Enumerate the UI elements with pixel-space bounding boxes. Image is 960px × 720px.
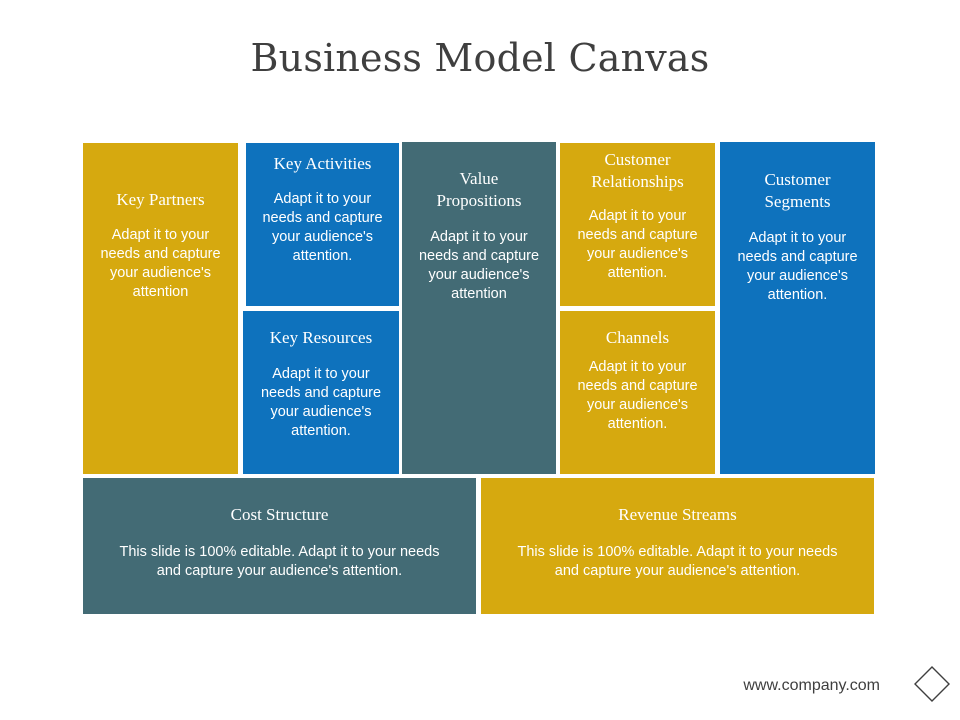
key-activities-text: Adapt it to your needs and capture your …: [262, 191, 383, 264]
customer-segments-text: Adapt it to your needs and capture your …: [737, 230, 858, 303]
slide-title: Business Model Canvas: [250, 36, 710, 80]
customer-relationships-title: Customer Relationships: [591, 150, 684, 191]
customer-segments-title: Customer Segments: [764, 170, 831, 211]
customer-relationships-block: Customer Relationships Adapt it to your …: [560, 143, 715, 306]
key-resources-block: Key Resources Adapt it to your needs and…: [243, 311, 399, 474]
channels-title: Channels: [605, 328, 670, 347]
value-propositions-text: Adapt it to your needs and capture your …: [418, 229, 540, 302]
diamond-icon: [914, 666, 950, 702]
customer-segments-block: Customer Segments Adapt it to your needs…: [720, 142, 875, 474]
key-resources-text: Adapt it to your needs and capture your …: [260, 366, 382, 439]
revenue-streams-block: Revenue Streams This slide is 100% edita…: [481, 478, 874, 614]
cost-structure-text: This slide is 100% editable. Adapt it to…: [119, 544, 440, 579]
value-propositions-title: Value Propositions: [436, 169, 522, 210]
value-propositions-block: Value Propositions Adapt it to your need…: [402, 142, 556, 474]
key-partners-text: Adapt it to your needs and capture your …: [100, 227, 221, 300]
footer-url: www.company.com: [743, 677, 880, 694]
customer-relationships-text: Adapt it to your needs and capture your …: [577, 208, 698, 281]
revenue-streams-text: This slide is 100% editable. Adapt it to…: [517, 544, 838, 579]
channels-text: Adapt it to your needs and capture your …: [577, 359, 698, 432]
key-resources-title: Key Resources: [269, 328, 373, 347]
cost-structure-block: Cost Structure This slide is 100% editab…: [83, 478, 476, 614]
key-activities-block: Key Activities Adapt it to your needs an…: [246, 143, 399, 306]
key-partners-block: Key Partners Adapt it to your needs and …: [83, 143, 238, 474]
channels-block: Channels Adapt it to your needs and capt…: [560, 311, 715, 474]
key-partners-title: Key Partners: [116, 190, 205, 209]
cost-structure-title: Cost Structure: [230, 505, 329, 524]
revenue-streams-title: Revenue Streams: [618, 505, 737, 524]
key-activities-title: Key Activities: [273, 154, 372, 173]
